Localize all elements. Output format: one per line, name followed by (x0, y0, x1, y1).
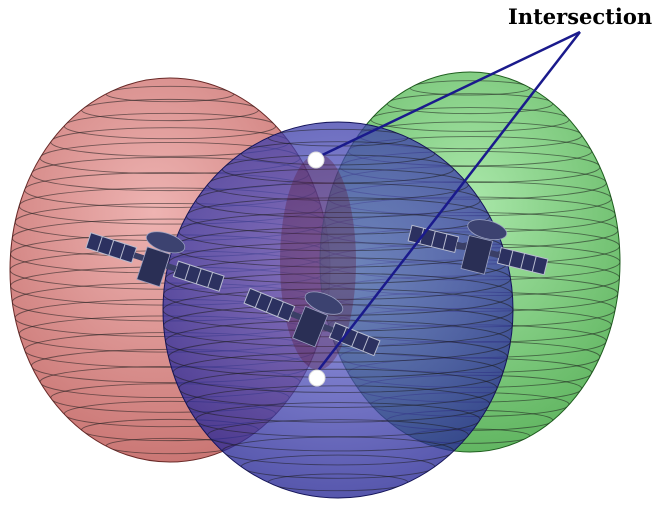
sphere-ring (195, 182, 481, 218)
sphere-ring (63, 112, 277, 140)
sphere-ring (172, 352, 504, 393)
sphere-ring (185, 197, 491, 235)
intersection-point-top (307, 151, 325, 169)
satellite-icon (407, 219, 549, 276)
sphere-ring (185, 385, 491, 423)
sphere-ring (178, 368, 498, 408)
sphere-ring (105, 85, 235, 103)
sphere-ring (267, 128, 409, 147)
sphere-ring (81, 98, 259, 122)
sphere-ring (164, 257, 512, 300)
satellite-icon (243, 287, 381, 357)
sphere-ring (221, 436, 455, 466)
sphere-ring (409, 80, 531, 96)
callout-line-bottom (316, 31, 581, 373)
sphere-ring (240, 454, 436, 479)
intersection-point-bottom (308, 369, 326, 387)
sphere-ring (164, 320, 512, 363)
satellite-icon (85, 231, 225, 292)
callout-label: Intersection (508, 4, 653, 29)
callout-line-top (315, 30, 581, 160)
sphere-ring (163, 272, 513, 316)
